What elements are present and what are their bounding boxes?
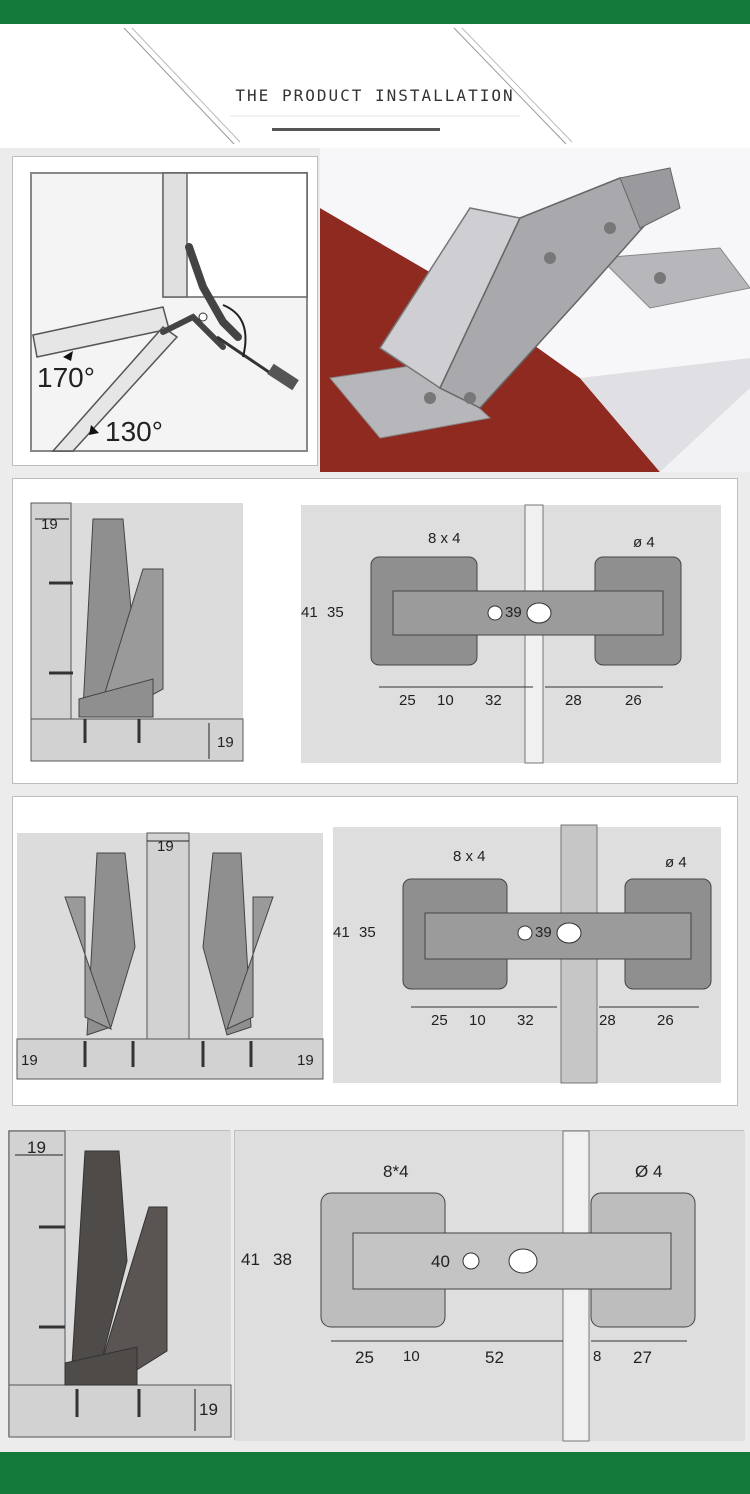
height-outer: 41 xyxy=(241,1250,260,1269)
cup-diameter: 39 xyxy=(535,924,552,941)
header-decoration xyxy=(123,27,573,145)
cup-diameter: 40 xyxy=(431,1252,450,1271)
height-inner: 35 xyxy=(359,924,376,941)
dim-52: 52 xyxy=(485,1348,504,1367)
thickness-bottom: 19 xyxy=(217,734,234,751)
slot-label: 8*4 xyxy=(383,1162,409,1181)
height-inner: 35 xyxy=(327,604,344,621)
thickness-bottom: 19 xyxy=(199,1400,218,1419)
hole-label: ø 4 xyxy=(665,854,687,871)
thickness-left: 19 xyxy=(21,1052,38,1069)
dim-25: 25 xyxy=(431,1012,448,1029)
thickness-right: 19 xyxy=(297,1052,314,1069)
diagram-opening-angle: 170° 130° xyxy=(12,156,318,466)
hole-label: ø 4 xyxy=(633,534,655,551)
dim-26: 26 xyxy=(657,1012,674,1029)
dim-28: 28 xyxy=(565,692,582,709)
page-title: THE PRODUCT INSTALLATION xyxy=(235,86,515,105)
dim-25: 25 xyxy=(399,692,416,709)
slot-label: 8 x 4 xyxy=(453,848,486,865)
angle-170-label: 170° xyxy=(37,362,95,393)
mounting-diagram-overlay: 19 19 8 x 4 ø 4 41 35 39 25 10 32 28 26 xyxy=(12,478,738,784)
thickness-top: 19 xyxy=(157,838,174,855)
dim-8: 8 xyxy=(593,1348,601,1365)
dim-27: 27 xyxy=(633,1348,652,1367)
thickness-top: 19 xyxy=(27,1138,46,1157)
dim-25: 25 xyxy=(355,1348,374,1367)
mounting-diagram-inset: 19 19 xyxy=(8,1130,232,1438)
mounting-diagram-middle-panel: 19 19 19 8 x 4 ø 4 41 35 39 25 10 32 28 … xyxy=(12,796,738,1106)
thickness-top: 19 xyxy=(41,516,58,533)
dim-10: 10 xyxy=(469,1012,486,1029)
product-photo xyxy=(320,148,750,472)
angle-130-label: 130° xyxy=(105,416,163,447)
top-brand-bar xyxy=(0,0,750,24)
dim-28: 28 xyxy=(599,1012,616,1029)
section-header xyxy=(0,24,750,148)
height-outer: 41 xyxy=(333,924,350,941)
height-inner: 38 xyxy=(273,1250,292,1269)
dim-32: 32 xyxy=(485,692,502,709)
height-outer: 41 xyxy=(301,604,318,621)
hole-label: Ø 4 xyxy=(635,1162,662,1181)
dim-10: 10 xyxy=(437,692,454,709)
mounting-diagram-bottom-dim: 8*4 Ø 4 41 38 40 25 10 52 8 27 xyxy=(234,1130,745,1442)
dim-26: 26 xyxy=(625,692,642,709)
slot-label: 8 x 4 xyxy=(428,530,461,547)
dim-10: 10 xyxy=(403,1348,420,1365)
bottom-brand-bar xyxy=(0,1452,750,1494)
cup-diameter: 39 xyxy=(505,604,522,621)
hinge-photo-illustration xyxy=(320,148,750,472)
dim-32: 32 xyxy=(517,1012,534,1029)
